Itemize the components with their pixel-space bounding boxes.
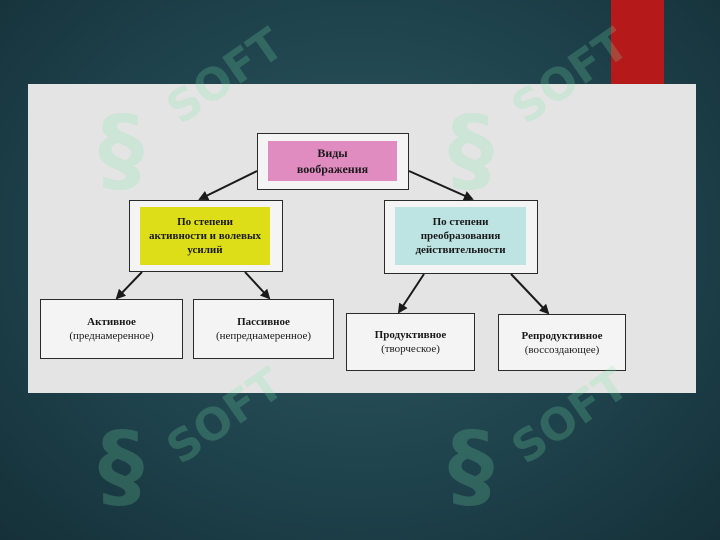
leaf-node-active: Активное (преднамеренное) <box>40 299 183 359</box>
group-activity-line1: По степени <box>177 216 233 228</box>
group-activity-line2: активности и волевых <box>148 230 262 242</box>
root-node-line1: Виды <box>317 146 348 160</box>
group-transformation-line1: По степени <box>432 216 489 228</box>
leaf-reproductive-subtitle: (воссоздающее) <box>524 343 600 356</box>
group-node-activity-fill: По степени активности и волевых усилий <box>140 207 270 265</box>
leaf-active-subtitle: (преднамеренное) <box>69 330 154 342</box>
watermark-mark: § <box>448 412 494 519</box>
leaf-node-passive: Пассивное (непреднамеренное) <box>193 299 334 359</box>
watermark-mark: § <box>98 412 144 519</box>
group-transformation-line3: действительности <box>415 244 506 256</box>
root-node-line2: воображения <box>296 162 369 176</box>
leaf-node-productive: Продуктивное (творческое) <box>346 313 475 371</box>
leaf-active-title: Активное <box>87 316 136 328</box>
group-transformation-line2: преобразования <box>420 230 501 242</box>
accent-bar <box>611 0 664 84</box>
leaf-passive-title: Пассивное <box>237 316 290 328</box>
leaf-productive-title: Продуктивное <box>374 329 447 341</box>
leaf-productive-subtitle: (творческое) <box>381 343 440 355</box>
group-node-activity: По степени активности и волевых усилий <box>129 200 283 272</box>
root-node-fill: Виды воображения <box>268 141 397 181</box>
leaf-node-reproductive: Репродуктивное (воссоздающее) <box>498 314 626 371</box>
group-node-transformation-fill: По степени преобразования действительнос… <box>395 207 526 265</box>
root-node: Виды воображения <box>257 133 409 190</box>
leaf-reproductive-title: Репродуктивное <box>521 329 603 342</box>
group-node-transformation: По степени преобразования действительнос… <box>384 200 538 274</box>
group-activity-line3: усилий <box>187 244 223 256</box>
leaf-passive-subtitle: (непреднамеренное) <box>215 330 312 342</box>
